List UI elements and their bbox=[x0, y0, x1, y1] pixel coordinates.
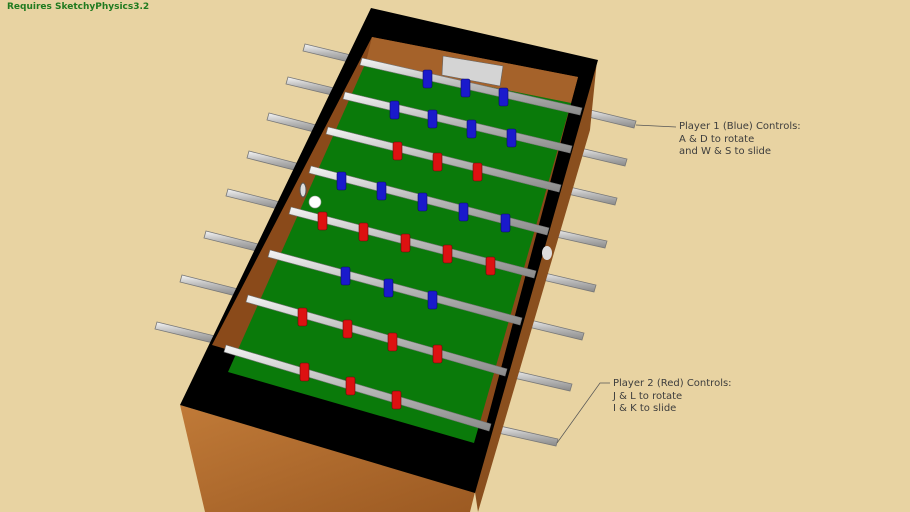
leader-line-player2 bbox=[556, 382, 610, 444]
player1-rotate: A & D to rotate bbox=[679, 133, 755, 145]
goal bbox=[441, 55, 504, 87]
player1-controls-note: Player 1 (Blue) Controls: A & D to rotat… bbox=[679, 121, 801, 159]
side-goal-left bbox=[299, 182, 307, 198]
blue-players[interactable] bbox=[336, 69, 517, 310]
requirement-label: Requires SketchyPhysics3.2 bbox=[7, 2, 150, 12]
leader-line-player1 bbox=[635, 124, 677, 128]
player1-title: Player 1 (Blue) Controls: bbox=[679, 121, 801, 132]
table-front-side bbox=[180, 405, 475, 512]
playing-field bbox=[228, 62, 571, 443]
player2-rotate: J & L to rotate bbox=[613, 390, 683, 402]
right-rod-handles[interactable] bbox=[488, 107, 637, 447]
ball[interactable] bbox=[308, 195, 322, 209]
player2-slide: I & K to slide bbox=[613, 403, 677, 414]
table-right-side bbox=[475, 60, 597, 512]
left-rod-handles[interactable] bbox=[154, 43, 356, 344]
player2-title: Player 2 (Red) Controls: bbox=[613, 378, 732, 389]
red-players[interactable] bbox=[297, 141, 496, 410]
player1-slide: and W & S to slide bbox=[679, 146, 772, 157]
player2-controls-note: Player 2 (Red) Controls: J & L to rotate… bbox=[613, 378, 732, 416]
side-goal-right bbox=[542, 246, 552, 260]
